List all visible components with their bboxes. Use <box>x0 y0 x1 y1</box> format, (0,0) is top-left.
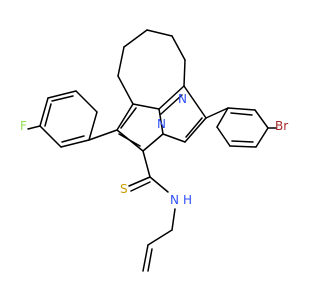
sulfur-label: S <box>120 182 128 196</box>
bond <box>185 117 203 138</box>
bond <box>171 208 176 231</box>
fluorine-label: F <box>20 119 27 133</box>
bond <box>142 244 149 272</box>
bond <box>132 103 160 110</box>
bond <box>88 129 118 141</box>
bond <box>75 90 98 113</box>
bond <box>27 125 41 130</box>
bond <box>60 139 90 148</box>
amide-nitrogen-label: N <box>170 193 179 207</box>
bond <box>130 181 151 192</box>
bond <box>205 107 229 119</box>
bond <box>118 133 141 147</box>
bond <box>216 126 231 147</box>
bromine-label: Br <box>275 119 288 133</box>
bond <box>120 107 137 129</box>
bond <box>158 85 185 110</box>
bond <box>128 176 151 187</box>
ring-nitrogen-upper-label: N <box>178 92 187 106</box>
bond <box>162 133 186 143</box>
bond <box>147 248 153 272</box>
bond <box>183 59 186 87</box>
bond <box>171 35 186 61</box>
bond <box>39 97 49 127</box>
bond <box>147 229 173 246</box>
bond <box>47 90 77 99</box>
ring-nitrogen-lower-label: N <box>157 117 166 131</box>
bond <box>254 109 269 129</box>
amide-hydrogen-label: H <box>183 193 192 207</box>
bond <box>117 46 125 77</box>
bond <box>230 112 253 116</box>
bond <box>231 140 254 143</box>
bond <box>158 108 164 135</box>
bond <box>44 103 52 127</box>
bond <box>61 135 85 143</box>
bond <box>142 150 151 178</box>
bond <box>88 111 98 141</box>
bond <box>149 176 169 193</box>
bond <box>160 94 183 115</box>
bond <box>146 29 173 37</box>
atom-labels: F Br S N H N N <box>20 92 288 207</box>
bond <box>216 107 229 128</box>
molecule-canvas: F Br S N H N N <box>20 29 288 272</box>
bond <box>123 29 148 48</box>
molecule-structure: F Br S N H N N <box>20 29 288 272</box>
bond <box>51 95 74 102</box>
bond <box>117 75 134 105</box>
bond <box>183 85 207 119</box>
bond <box>255 127 269 148</box>
bond <box>227 107 256 111</box>
bond <box>39 125 62 148</box>
bond <box>229 145 257 148</box>
bond-lines <box>27 29 277 272</box>
bond <box>116 103 134 131</box>
bond <box>184 117 207 143</box>
bond <box>142 133 164 152</box>
